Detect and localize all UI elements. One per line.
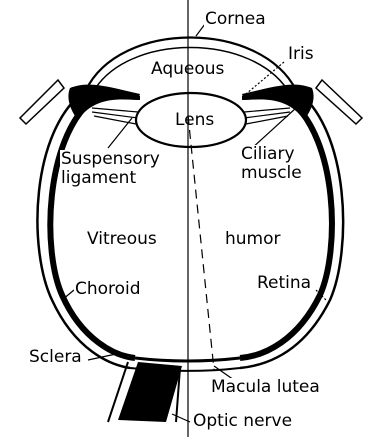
suspensory-fibers-left [92,108,138,124]
label-suspensory-line2: ligament [61,169,160,188]
suspensory-fibers-right [244,108,290,124]
label-choroid: Choroid [74,280,142,299]
visual-axis [188,115,214,370]
label-macula-lutea: Macula lutea [210,378,321,397]
suspensory-leader [108,118,132,148]
label-sclera: Sclera [28,348,83,367]
label-suspensory-line1: Suspensory [61,150,160,169]
optic-nerve-leader [172,414,190,422]
label-retina: Retina [256,274,312,293]
sclera-flap-left [20,80,64,124]
label-humor: humor [224,230,282,249]
ciliary-body-right [242,85,314,120]
label-optic-nerve: Optic nerve [192,412,293,431]
label-suspensory-ligament: Suspensory ligament [60,150,161,188]
ciliary-body-left [68,85,140,120]
label-aqueous: Aqueous [150,60,225,79]
label-iris: Iris [287,45,315,64]
sclera-flap-right [316,80,362,124]
label-ciliary-line1: Ciliary [241,145,302,164]
label-cornea: Cornea [204,10,267,29]
optic-nerve-shape [118,362,182,422]
label-lens: Lens [174,111,215,130]
label-vitreous: Vitreous [86,230,158,249]
label-ciliary-muscle: Ciliary muscle [240,145,303,183]
label-ciliary-line2: muscle [241,164,302,183]
